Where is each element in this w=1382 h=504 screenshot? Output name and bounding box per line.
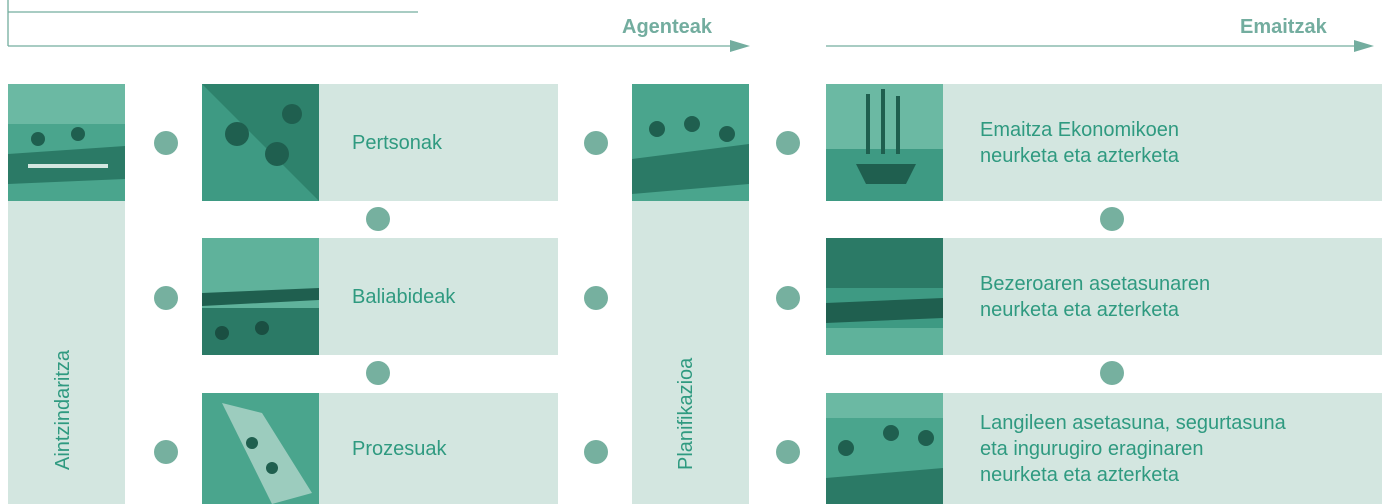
results-arrow-head: [1354, 40, 1374, 52]
people-photo: [202, 84, 319, 201]
result-label-economic: Emaitza Ekonomikoen neurketa eta azterke…: [980, 84, 1179, 201]
result-customer-line2: neurketa eta azterketa: [980, 298, 1180, 321]
dot-planning-staff: [776, 440, 800, 464]
leadership-photo: [8, 84, 125, 201]
result-label-staff: Langileen asetasuna, segurtasuna eta ing…: [980, 393, 1286, 504]
header-arrows: [7, 0, 1374, 52]
agent-label-people: Pertsonak: [352, 131, 443, 154]
result-economic-line1: Emaitza Ekonomikoen: [980, 118, 1179, 141]
dot-resources-planning: [584, 286, 608, 310]
agent-label-processes: Prozesuak: [352, 437, 447, 460]
planning-photo: [632, 84, 749, 201]
dot-resources-processes: [366, 361, 390, 385]
result-staff-line3: neurketa eta azterketa: [980, 463, 1180, 486]
processes-photo: [202, 393, 319, 504]
economic-photo: [826, 84, 943, 201]
dot-customer-staff: [1100, 361, 1124, 385]
dot-people-planning: [584, 131, 608, 155]
agents-arrow-head: [730, 40, 750, 52]
result-customer-line1: Bezeroaren asetasunaren: [980, 272, 1211, 295]
staff-photo: [826, 393, 943, 504]
result-staff-line2: eta ingurugiro eraginaren: [980, 437, 1204, 460]
dot-economic-customer: [1100, 207, 1124, 231]
dot-people-resources: [366, 207, 390, 231]
planning-label: Planifikazioa: [675, 357, 697, 470]
resources-photo: [202, 238, 319, 355]
dot-lead-resources: [154, 286, 178, 310]
dot-planning-customer: [776, 286, 800, 310]
dot-planning-economic: [776, 131, 800, 155]
dot-processes-planning: [584, 440, 608, 464]
agent-label-resources: Baliabideak: [352, 285, 456, 308]
results-header: Emaitzak: [1240, 16, 1327, 38]
dot-lead-processes: [154, 440, 178, 464]
leadership-label: Aintzindaritza: [52, 349, 74, 470]
agents-header: Agenteak: [622, 16, 713, 38]
result-economic-line2: neurketa eta azterketa: [980, 144, 1180, 167]
customer-photo: [826, 238, 943, 355]
result-label-customer: Bezeroaren asetasunaren neurketa eta azt…: [980, 238, 1210, 355]
result-staff-line1: Langileen asetasuna, segurtasuna: [980, 411, 1286, 434]
dot-lead-people: [154, 131, 178, 155]
